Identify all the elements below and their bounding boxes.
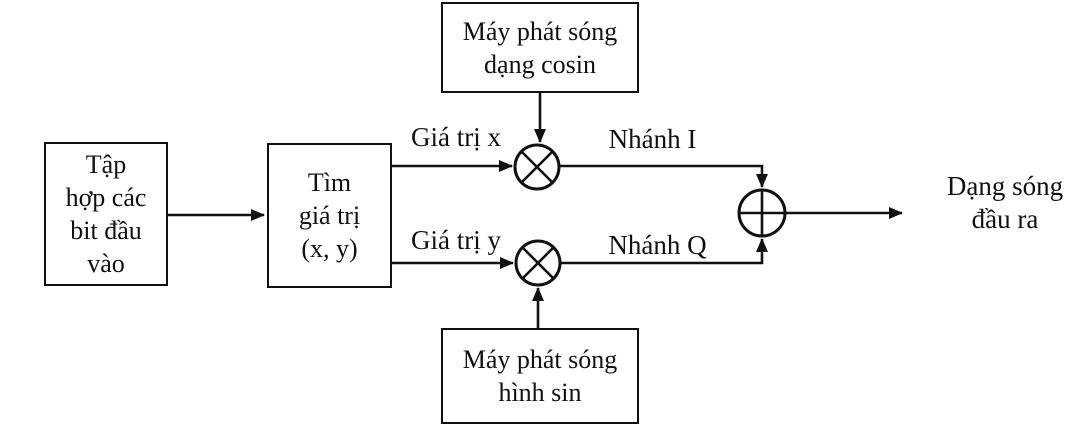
find-values-box: Tìm giá trị (x, y) — [267, 143, 392, 288]
value-x-label: Giá trị x — [411, 122, 501, 152]
input-bits-box: Tập hợp các bit đầu vào — [44, 142, 168, 286]
multiply-icon — [513, 143, 561, 191]
arrow-branch-i-to-adder — [559, 164, 768, 188]
arrow-branch-q-to-adder — [560, 238, 768, 265]
value-y-label: Giá trị y — [411, 225, 501, 255]
sine-generator-box: Máy phát sóng hình sin — [441, 328, 639, 424]
input-bits-label: Tập hợp các bit đầu vào — [65, 150, 147, 278]
find-values-label: Tìm giá trị (x, y) — [298, 168, 361, 263]
sine-generator-label: Máy phát sóng hình sin — [462, 345, 618, 407]
cosine-generator-box: Máy phát sóng dạng cosin — [441, 2, 639, 93]
multiply-icon — [514, 239, 562, 287]
cosine-generator-label: Máy phát sóng dạng cosin — [462, 16, 618, 79]
plus-adder-icon — [737, 188, 787, 238]
branch-q-label: Nhánh Q — [608, 230, 707, 260]
output-waveform-label: Dạng sóng đầu ra — [946, 171, 1064, 234]
branch-i-label: Nhánh I — [608, 124, 697, 154]
